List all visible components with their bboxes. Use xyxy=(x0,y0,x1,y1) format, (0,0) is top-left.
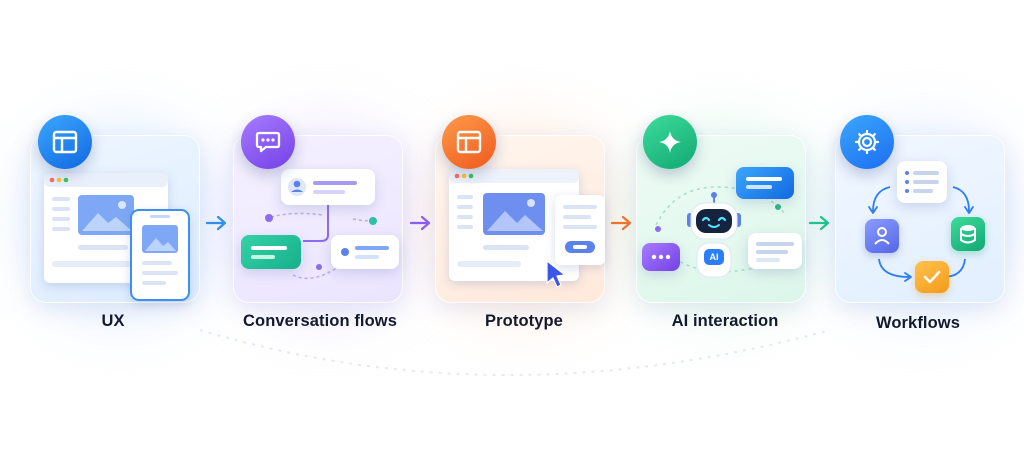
approval-node xyxy=(915,261,949,293)
gear-icon xyxy=(854,129,880,155)
ai-interaction-card: AI xyxy=(636,135,806,303)
step-label-conversation-flows: Conversation flows xyxy=(243,312,397,330)
arrow-right-icon xyxy=(610,215,632,231)
flow-connectors xyxy=(265,205,377,280)
arrow-right-icon xyxy=(409,215,431,231)
typing-bubble xyxy=(642,243,680,271)
user-icon xyxy=(874,227,890,245)
check-icon xyxy=(923,270,941,284)
prototype-card xyxy=(435,135,605,303)
step-label-prototype: Prototype xyxy=(485,312,563,330)
layout-icon xyxy=(52,130,78,154)
prototype-badge xyxy=(442,115,496,169)
database-node xyxy=(951,217,985,251)
robot-chest-label: AI xyxy=(709,252,719,262)
database-icon xyxy=(960,225,976,244)
arrow-right-icon xyxy=(205,215,227,231)
user-reply-card xyxy=(331,235,399,269)
robot-mascot xyxy=(687,192,741,278)
ux-card xyxy=(30,135,200,303)
task-list-card xyxy=(897,161,947,203)
layout-icon xyxy=(456,130,482,154)
orbit-dashes xyxy=(655,186,787,273)
workflows-badge xyxy=(840,115,894,169)
user-message-card xyxy=(281,169,375,205)
step-label-workflows: Workflows xyxy=(875,314,961,332)
ux-badge xyxy=(38,115,92,169)
ai-interaction-badge xyxy=(643,115,697,169)
arrow-right-icon xyxy=(808,215,830,231)
cursor-icon xyxy=(546,260,566,288)
user-text-bubble xyxy=(748,233,802,269)
step-label-ux: UX xyxy=(101,312,125,330)
ux-phone-mockup xyxy=(130,209,190,301)
bot-reply-bubble xyxy=(241,235,301,269)
ai-response-bubble xyxy=(736,167,794,199)
step-label-ai-interaction: AI interaction xyxy=(671,312,779,330)
sparkle-icon xyxy=(659,131,681,153)
prototype-side-panel xyxy=(555,195,605,265)
chat-icon xyxy=(255,131,281,153)
conversation-flows-badge xyxy=(241,115,295,169)
workflow-arrows xyxy=(868,186,974,282)
user-node xyxy=(865,219,899,253)
